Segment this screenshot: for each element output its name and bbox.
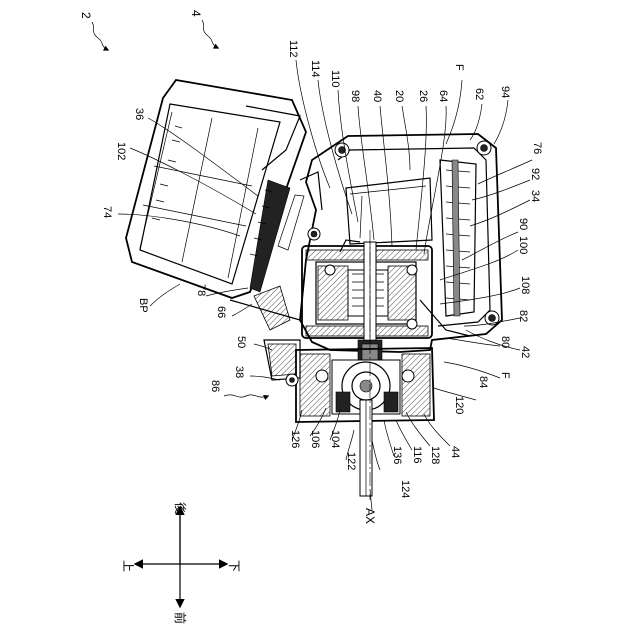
motor-assembly	[302, 240, 470, 364]
label-F-top: F	[453, 64, 465, 71]
label-114: 114	[309, 60, 321, 78]
label-124: 124	[399, 480, 411, 498]
reference-labels: 2 4 112 114 110 98 40 20 26 64 F 62 94 7…	[79, 10, 543, 524]
label-98: 98	[349, 90, 361, 102]
label-40: 40	[371, 90, 383, 102]
label-64: 64	[437, 90, 449, 102]
label-66: 66	[215, 306, 227, 318]
label-4: 4	[189, 10, 203, 17]
label-106: 106	[309, 430, 321, 448]
label-34: 34	[529, 190, 541, 202]
label-62: 62	[473, 88, 485, 100]
label-76: 76	[531, 142, 543, 154]
label-78: 78	[195, 284, 207, 296]
label-120: 120	[453, 396, 465, 414]
label-84: 84	[477, 376, 489, 388]
label-112: 112	[287, 40, 299, 58]
pointer-4	[202, 20, 218, 48]
label-38: 38	[233, 366, 245, 378]
label-92: 92	[529, 168, 541, 180]
label-F-bottom: F	[499, 372, 511, 379]
label-100: 100	[517, 236, 529, 254]
label-116: 116	[411, 446, 423, 464]
label-42: 42	[519, 346, 531, 358]
gear-housing	[264, 340, 434, 496]
label-20: 20	[393, 90, 405, 102]
direction-compass	[136, 508, 226, 606]
compass-front-label: 前	[173, 612, 188, 624]
label-36: 36	[133, 108, 145, 120]
label-102: 102	[115, 142, 127, 160]
label-122: 122	[345, 452, 357, 470]
label-136: 136	[391, 446, 403, 464]
compass-down-label: 下	[227, 560, 241, 572]
compass-up-label: 上	[121, 560, 135, 572]
label-90: 90	[517, 218, 529, 230]
battery-pack	[126, 80, 306, 298]
label-74: 74	[101, 206, 113, 218]
label-104: 104	[329, 430, 341, 448]
label-44: 44	[449, 446, 461, 458]
label-94: 94	[499, 86, 511, 98]
compass-labels: 後 上 下 前	[121, 502, 241, 624]
label-BP: BP	[137, 298, 149, 313]
label-50: 50	[235, 336, 247, 348]
label-2: 2	[79, 12, 93, 19]
compass-rear-label: 後	[173, 502, 187, 514]
label-86: 86	[209, 380, 221, 392]
label-110: 110	[329, 70, 341, 88]
label-126: 126	[289, 430, 301, 448]
label-80: 80	[499, 336, 511, 348]
label-82: 82	[517, 310, 529, 322]
label-128: 128	[429, 446, 441, 464]
label-108: 108	[519, 276, 531, 294]
pointer-2	[92, 22, 108, 50]
pointer-86	[224, 395, 268, 397]
label-26: 26	[417, 90, 429, 102]
label-AX: AX	[363, 508, 377, 524]
